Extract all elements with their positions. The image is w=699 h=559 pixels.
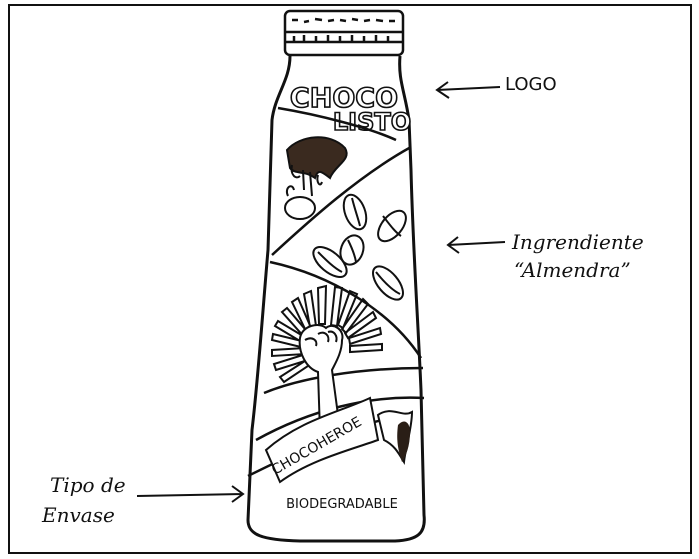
ingredient-annotation-label: Ingrendiente “Almendra” — [512, 228, 644, 284]
ingredient-annotation-line2: “Almendra” — [514, 256, 644, 284]
container-annotation-label: Tipo de Envase — [42, 470, 126, 530]
container-annotation-line2: Envase — [42, 500, 126, 530]
ingredient-annotation-line1: Ingrendiente — [512, 228, 644, 256]
material-label: BIODEGRADABLE — [286, 497, 398, 512]
logo-annotation-label: LOGO — [505, 74, 557, 95]
container-annotation-line1: Tipo de — [50, 470, 126, 500]
